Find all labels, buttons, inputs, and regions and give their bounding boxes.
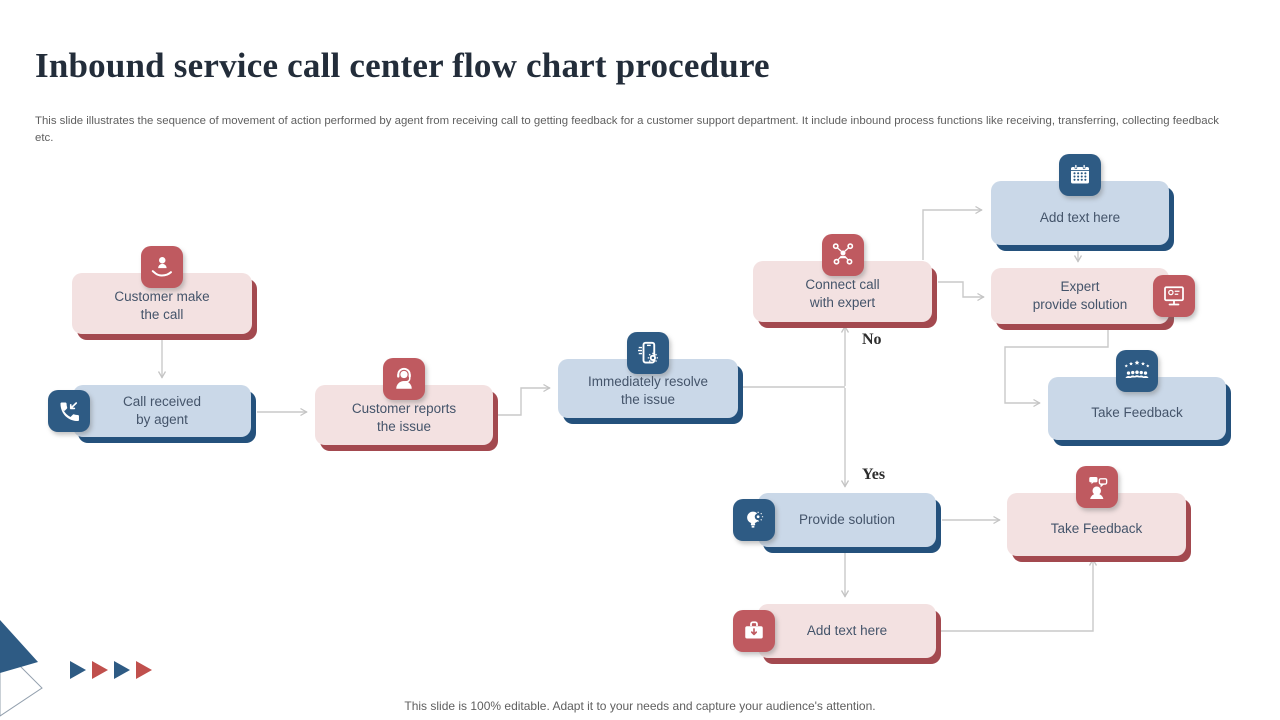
flow-node-expert-provide-solution[interactable]: Expert provide solution bbox=[991, 268, 1195, 324]
calendar-icon bbox=[1059, 154, 1101, 196]
flow-node-add-text-here-top[interactable]: Add text here bbox=[991, 154, 1169, 245]
triangle-icon bbox=[70, 661, 86, 679]
node-label: Provide solution bbox=[798, 512, 896, 528]
slide-description: This slide illustrates the sequence of m… bbox=[35, 115, 1219, 144]
node-label: Take Feedback bbox=[1050, 521, 1143, 537]
flow-node-customer-reports-issue[interactable]: Customer reports the issue bbox=[315, 358, 493, 445]
decision-label-yes: Yes bbox=[862, 466, 886, 483]
flow-node-connect-call-with-expert[interactable]: Connect call with expert bbox=[753, 234, 932, 322]
node-label: Customer make the call bbox=[114, 289, 210, 322]
node-label: Take Feedback bbox=[1091, 405, 1183, 421]
node-label: Expert provide solution bbox=[1032, 279, 1128, 312]
node-label: Immediately resolve the issue bbox=[587, 374, 709, 407]
page-title: Inbound service call center flow chart p… bbox=[35, 46, 770, 85]
triangle-icon bbox=[136, 661, 152, 679]
slide-footer-note: This slide is 100% editable. Adapt it to… bbox=[404, 699, 876, 713]
triangle-icon bbox=[114, 661, 130, 679]
flow-node-immediately-resolve-issue[interactable]: Immediately resolve the issue bbox=[558, 332, 738, 418]
idea-gear-icon bbox=[733, 499, 775, 541]
mobile-settings-icon bbox=[627, 332, 669, 374]
play-triangles-decoration bbox=[70, 661, 152, 679]
rating-crowd-icon bbox=[1116, 350, 1158, 392]
hand-person-icon bbox=[141, 246, 183, 288]
flow-node-add-text-here-bottom[interactable]: Add text here bbox=[733, 604, 936, 658]
decision-label-no: No bbox=[862, 331, 882, 348]
flow-node-take-feedback-lower[interactable]: Take Feedback bbox=[1007, 466, 1186, 556]
node-label: Call received by agent bbox=[122, 394, 202, 427]
briefcase-download-icon bbox=[733, 610, 775, 652]
support-agent-icon bbox=[383, 358, 425, 400]
flow-node-call-received-by-agent[interactable]: Call received by agent bbox=[48, 385, 251, 437]
node-label: Connect call with expert bbox=[805, 277, 880, 310]
corner-triangle-decoration bbox=[0, 620, 43, 717]
triangle-icon bbox=[92, 661, 108, 679]
node-label: Customer reports the issue bbox=[351, 400, 457, 434]
flow-node-provide-solution[interactable]: Provide solution bbox=[733, 493, 936, 547]
incoming-call-icon bbox=[48, 390, 90, 432]
node-label: Add text here bbox=[1039, 209, 1121, 225]
people-network-icon bbox=[821, 234, 864, 276]
flow-node-take-feedback-upper[interactable]: Take Feedback bbox=[1048, 350, 1226, 440]
node-label: Add text here bbox=[806, 623, 888, 639]
flow-node-customer-make-call[interactable]: Customer make the call bbox=[72, 246, 252, 334]
customer-feedback-icon bbox=[1075, 466, 1118, 508]
monitor-icon bbox=[1153, 275, 1195, 317]
